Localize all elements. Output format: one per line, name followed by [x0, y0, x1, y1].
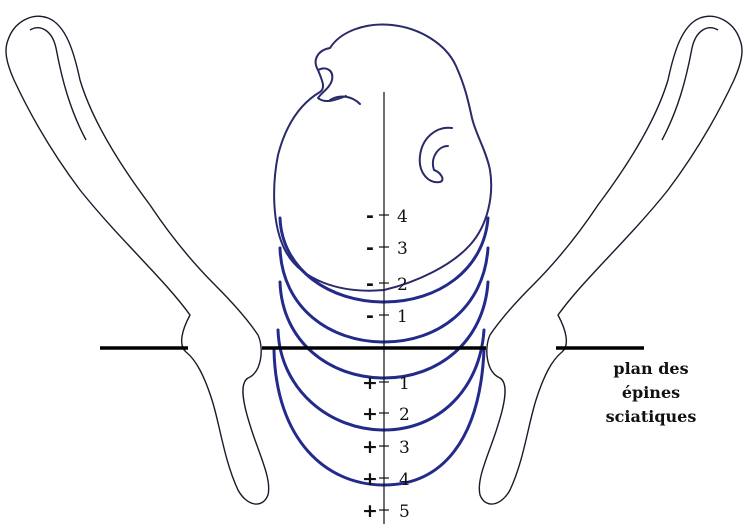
station-sign: +	[362, 403, 378, 425]
plane-label-line-1: plan des	[613, 359, 688, 378]
station-arc-plus-4	[274, 350, 484, 485]
plane-label-line-2: épines	[622, 383, 680, 402]
station-number: 1	[397, 307, 408, 327]
station-sign: -	[366, 305, 374, 327]
station-number: 4	[399, 470, 410, 490]
station-sign: -	[366, 273, 374, 295]
fetal-ear	[420, 128, 452, 182]
station-minus-3: - 3	[366, 237, 408, 259]
left-pelvic-inner	[30, 28, 86, 140]
station-number: 2	[397, 275, 408, 295]
station-sign: +	[362, 372, 378, 394]
station-scale: - 4 - 3 - 2 - 1 + 1 + 2 +	[362, 205, 410, 522]
plane-label-line-3: sciatiques	[606, 407, 697, 426]
station-minus-2: - 2	[366, 273, 408, 295]
station-plus-4: + 4	[362, 468, 410, 490]
station-sign: -	[366, 205, 374, 227]
station-sign: +	[362, 436, 378, 458]
right-pelvic-bone	[479, 16, 742, 504]
station-arc-plus-2	[278, 330, 484, 430]
station-plus-1: + 1	[362, 372, 410, 394]
station-number: 3	[399, 438, 410, 458]
station-plus-3: + 3	[362, 436, 410, 458]
fetal-head-outline	[274, 24, 491, 290]
station-number: 1	[399, 374, 410, 394]
station-minus-4: - 4	[366, 205, 408, 227]
station-sign: +	[362, 468, 378, 490]
station-plus-2: + 2	[362, 403, 410, 425]
station-number: 3	[397, 239, 408, 259]
station-number: 4	[397, 207, 408, 227]
station-number: 2	[399, 405, 410, 425]
station-plus-5: + 5	[362, 500, 410, 522]
left-pelvic-bone	[6, 16, 269, 504]
plane-label: plan des épines sciatiques	[606, 359, 697, 426]
station-sign: -	[366, 237, 374, 259]
station-minus-1: - 1	[366, 305, 408, 327]
right-pelvic-inner	[662, 28, 718, 140]
station-sign: +	[362, 500, 378, 522]
station-number: 5	[399, 502, 410, 522]
